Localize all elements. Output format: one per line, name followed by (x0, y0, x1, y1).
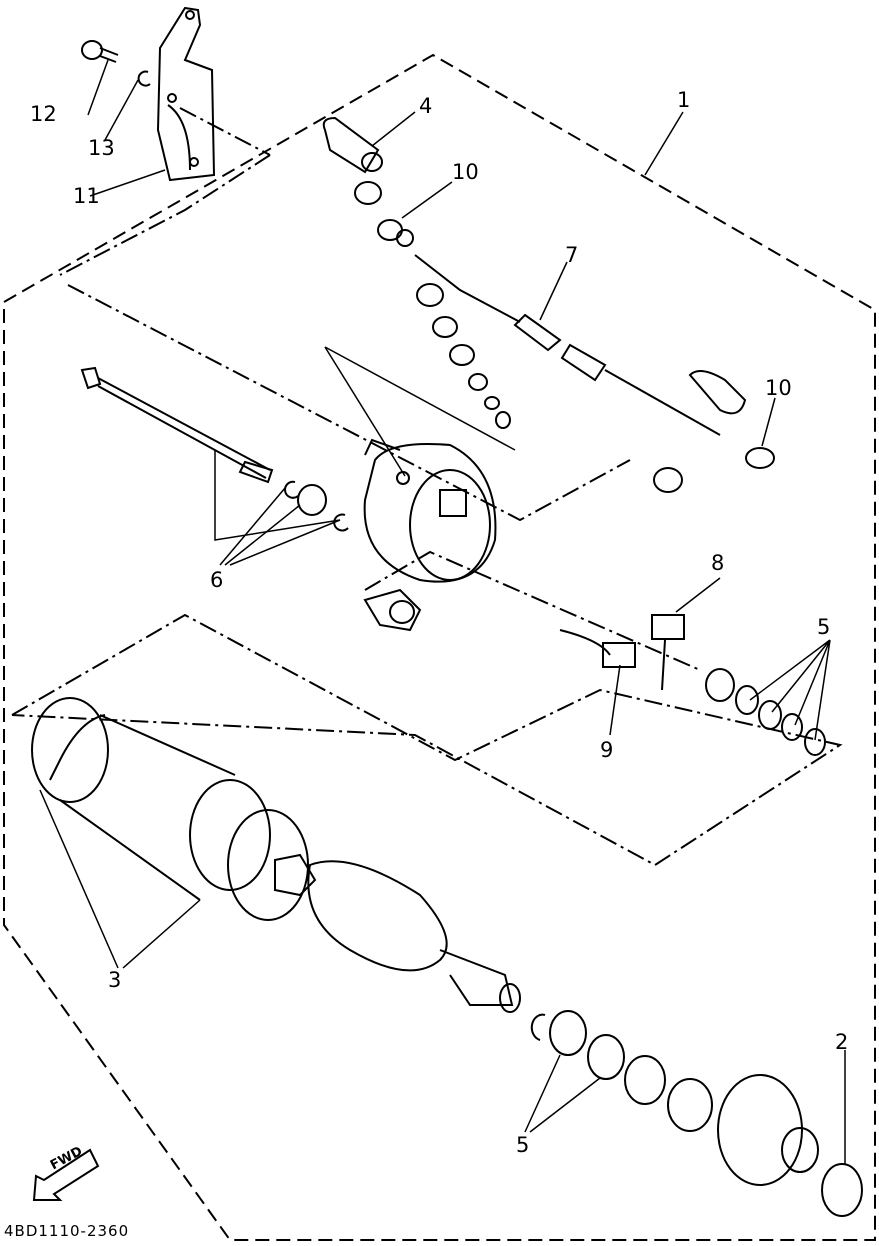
washer-set-5-top (735, 685, 826, 756)
needle-bearing (667, 1078, 713, 1132)
part-label-4: 4 (419, 94, 433, 118)
brush-holder (363, 588, 422, 632)
circlip-13 (137, 70, 151, 87)
brush-8 (651, 614, 685, 640)
part-label-11: 11 (73, 184, 100, 208)
oil-seal (624, 1055, 666, 1105)
brush-bearing (389, 600, 415, 624)
bracket-frame-b (179, 107, 271, 156)
washer-stack (416, 283, 511, 429)
washer-front-a (549, 1010, 587, 1056)
through-bolt (80, 366, 274, 484)
part-label-2: 2 (835, 1030, 849, 1054)
terminal-boot-4 (322, 116, 414, 247)
part-label-7: 7 (565, 243, 579, 267)
brush-frame (364, 550, 701, 671)
assembly-boundary (3, 53, 876, 1241)
plate-6 (297, 484, 327, 516)
bearing-small (653, 467, 683, 493)
armature (274, 853, 521, 1013)
part-label-9: 9 (600, 738, 614, 762)
part-label-8: 8 (711, 551, 725, 575)
clip-6a (284, 480, 299, 499)
part-label-1: 1 (677, 88, 691, 112)
bracket-part (156, 6, 216, 182)
fwd-arrow-icon (32, 1148, 100, 1201)
bracket-frame (59, 154, 271, 276)
clip-6b (333, 513, 349, 532)
end-cover-frame (67, 284, 631, 522)
washer-front-b (587, 1034, 625, 1080)
bushing (705, 668, 735, 702)
part-label-3: 3 (108, 968, 122, 992)
part-label-12: 12 (30, 102, 57, 126)
part-label-10-right: 10 (765, 376, 792, 400)
brush-9 (602, 642, 636, 668)
yoke-3 (31, 697, 309, 921)
cap-2 (821, 1163, 863, 1217)
drawing-code: 4BD1110-2360 (4, 1222, 130, 1240)
part-label-10-top: 10 (452, 160, 479, 184)
end-cover (363, 438, 497, 583)
part-label-13: 13 (88, 136, 115, 160)
yoke-frame (11, 613, 843, 867)
part-label-6: 6 (210, 568, 224, 592)
lead-wire-7 (414, 254, 775, 469)
front-cover (717, 1074, 819, 1186)
part-label-5-bottom: 5 (516, 1133, 530, 1157)
brush-lead (559, 629, 666, 691)
leader-lines (39, 59, 846, 1165)
part-label-5-top: 5 (817, 615, 831, 639)
bolt-12 (81, 40, 119, 63)
circlip-front (530, 1013, 546, 1041)
